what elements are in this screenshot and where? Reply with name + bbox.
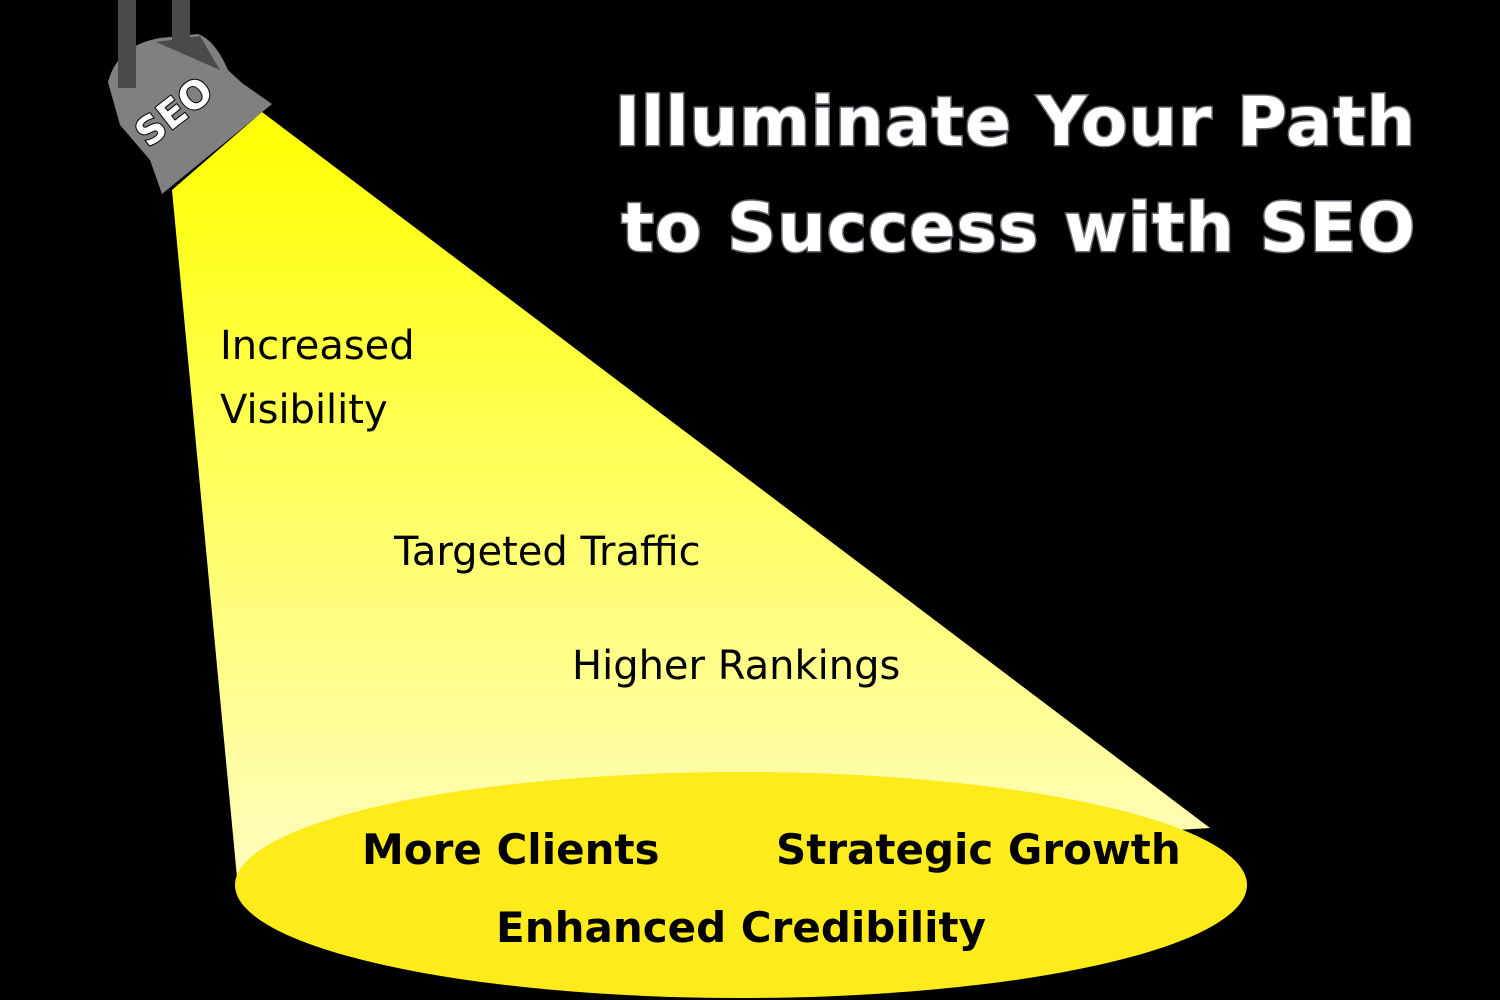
benefit-line: Visibility: [220, 387, 388, 433]
light-spot: [235, 772, 1247, 998]
benefit-line: Increased: [220, 323, 415, 369]
page-title: Illuminate Your Path to Success with SEO: [613, 70, 1417, 282]
benefit-enhanced-credibility: Enhanced Credibility: [496, 903, 986, 952]
benefit-increased-visibility: Increased Visibility: [220, 314, 415, 442]
title-line-2: to Success with SEO: [620, 188, 1417, 270]
benefit-higher-rankings: Higher Rankings: [572, 643, 901, 689]
spotlight-lamp-icon: SEO: [108, 0, 272, 194]
light-beam: [172, 112, 1210, 888]
benefit-strategic-growth: Strategic Growth: [776, 825, 1181, 874]
benefit-more-clients: More Clients: [362, 825, 660, 874]
title-line-1: Illuminate Your Path: [613, 82, 1416, 164]
benefit-targeted-traffic: Targeted Traffic: [394, 529, 701, 575]
